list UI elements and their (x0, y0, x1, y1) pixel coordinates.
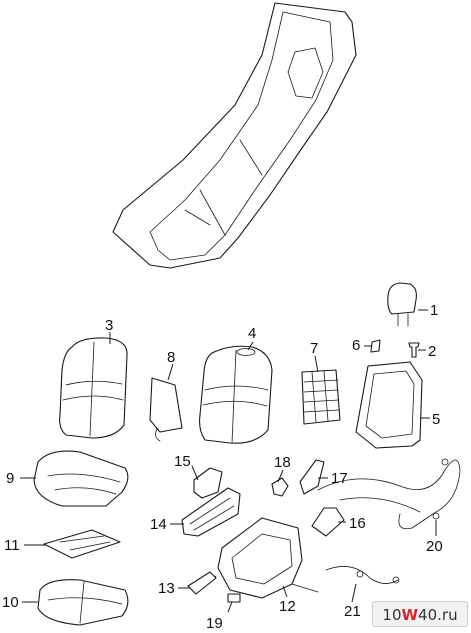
seat-frame (195, 517, 319, 599)
callout-numbers: 1 2 3 4 5 6 7 8 9 10 11 12 13 14 15 16 1… (2, 302, 443, 632)
callout-13: 13 (158, 580, 175, 597)
callout-9: 9 (6, 470, 14, 487)
seat-cover (33, 450, 129, 507)
back-cover (59, 337, 128, 439)
watermark-prefix: 10 (382, 606, 402, 624)
lever-bracket (299, 459, 325, 495)
callout-21: 21 (344, 603, 361, 620)
watermark-accent: W (401, 606, 419, 624)
seat-cover-outline (112, 2, 357, 269)
callout-15: 15 (174, 453, 191, 470)
callout-14: 14 (150, 516, 167, 533)
spring-mat (301, 369, 341, 425)
callout-20: 20 (426, 538, 443, 555)
callout-7: 7 (310, 340, 318, 357)
callout-12: 12 (279, 598, 296, 615)
callout-11: 11 (4, 537, 20, 554)
side-trim (193, 467, 223, 499)
callout-3: 3 (105, 317, 113, 334)
wire-harness (317, 458, 461, 530)
callout-2: 2 (428, 343, 436, 360)
site-watermark: 10W40.ru (372, 601, 468, 627)
back-pad (199, 345, 273, 444)
callout-6: 6 (352, 337, 360, 354)
bracket (271, 477, 289, 497)
back-frame (355, 361, 423, 449)
leader-lines (20, 309, 437, 613)
adjust-handle (187, 571, 217, 595)
headrest-guide (408, 342, 420, 358)
callout-19: 19 (206, 615, 223, 632)
heater-pad (43, 529, 121, 559)
seat-pad (37, 579, 129, 626)
clip (370, 339, 381, 353)
callout-1: 1 (430, 302, 438, 319)
callout-10: 10 (2, 594, 19, 611)
callout-4: 4 (248, 325, 256, 342)
watermark-suffix: 40.ru (418, 606, 458, 624)
side-shield (181, 487, 241, 537)
switch (227, 593, 241, 603)
callout-16: 16 (349, 515, 366, 532)
callout-18: 18 (274, 454, 291, 471)
side-panel (149, 377, 183, 442)
callout-8: 8 (167, 349, 175, 366)
wire (325, 566, 400, 584)
callout-5: 5 (432, 411, 440, 428)
headrest (387, 282, 417, 327)
callout-17: 17 (331, 470, 348, 487)
inner-cover (311, 507, 345, 537)
